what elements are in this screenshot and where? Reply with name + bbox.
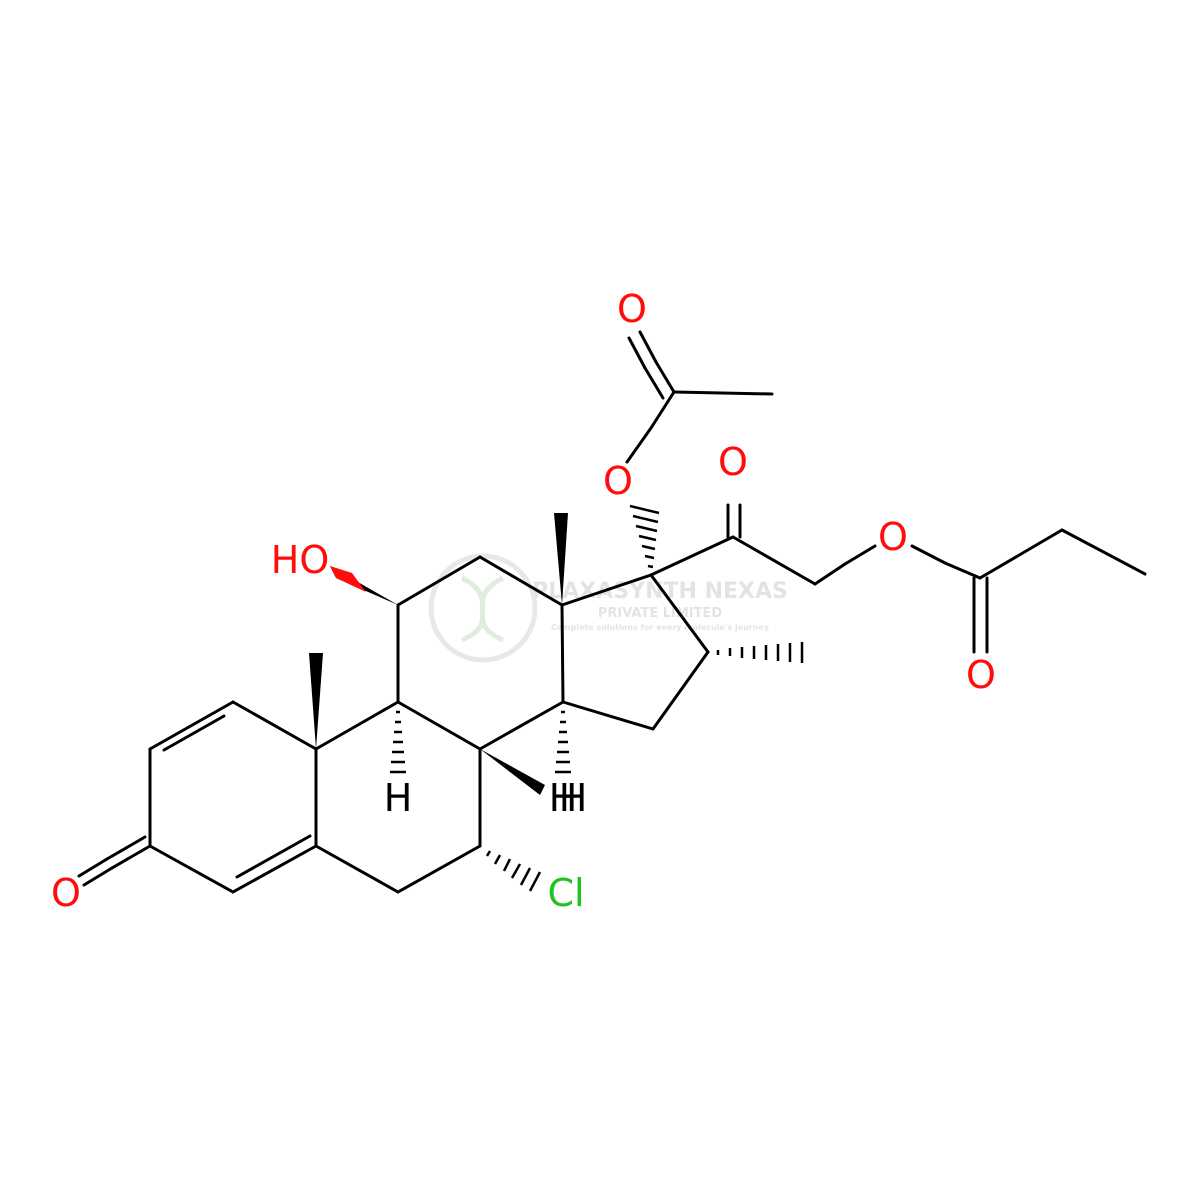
watermark-logo-icon <box>428 553 538 663</box>
watermark-tagline: Complete solutions for every molecule's … <box>551 623 770 632</box>
atom-hydroxyl: HO <box>271 538 329 582</box>
watermark-helix-icon <box>460 575 505 643</box>
atom-labels: O HO H H H Cl O O O O O <box>51 287 996 915</box>
watermark-company: PLAXASYNTH NEXAS <box>532 579 788 604</box>
watermark: PLAXASYNTH NEXAS PRIVATE LIMITED Complet… <box>428 553 788 663</box>
atom-hydrogen-14: H <box>549 776 578 820</box>
bonds <box>77 330 1147 894</box>
atom-propionate-ester-oxygen: O <box>878 515 908 559</box>
watermark-subtitle: PRIVATE LIMITED <box>598 606 723 621</box>
atom-hydrogen-8: H <box>559 776 588 820</box>
atom-acetyl-carbonyl-oxygen: O <box>617 287 647 331</box>
atom-chlorine: Cl <box>547 871 584 915</box>
stereo-bonds <box>309 504 804 892</box>
atom-ketone-20-oxygen: O <box>718 440 748 484</box>
atom-hydrogen-9: H <box>384 776 413 820</box>
atom-ketone-oxygen: O <box>51 871 81 915</box>
atom-acetyl-ester-oxygen: O <box>603 459 633 503</box>
atom-propionate-carbonyl-oxygen: O <box>966 653 996 697</box>
